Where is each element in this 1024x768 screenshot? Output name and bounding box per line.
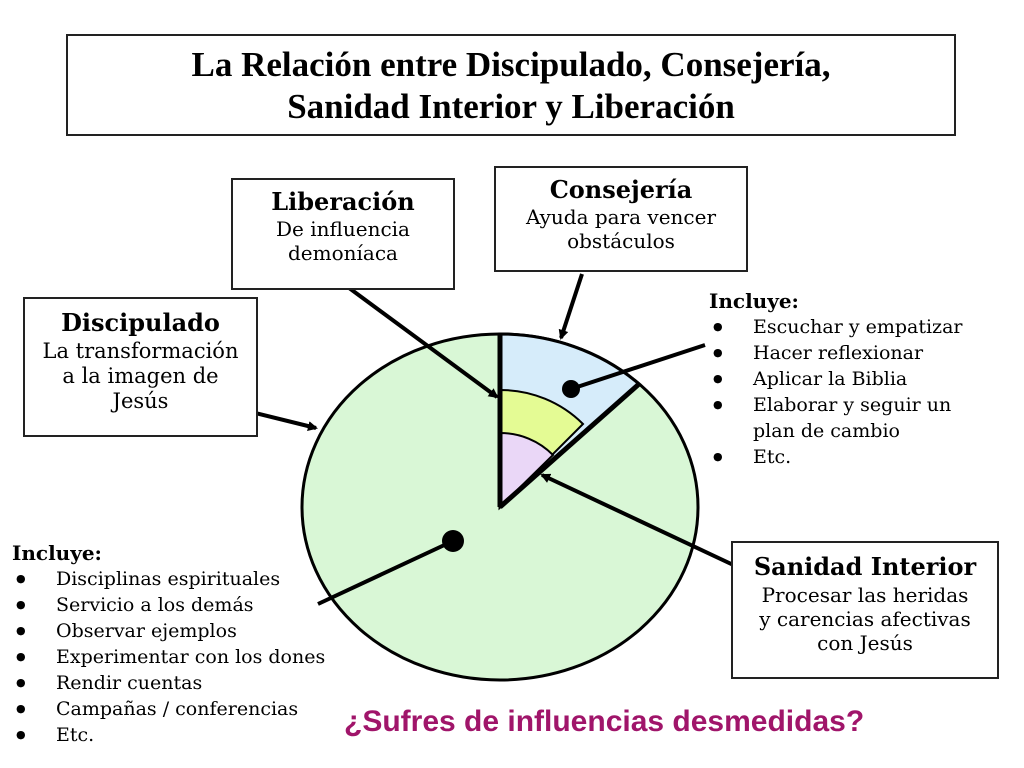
wedge-edge-diagonal (498, 382, 641, 509)
discipulado-line-3: Jesús (112, 388, 169, 413)
list-item: Escuchar y empatizar (709, 314, 1009, 340)
sanidad-line-1: Procesar las heridas (761, 583, 969, 608)
list-item: Elaborar y seguir un (709, 392, 1009, 418)
consejeria-heading: Consejería (549, 175, 693, 204)
title-line-1: La Relación entre Discipulado, Consejerí… (191, 45, 831, 84)
sanidad-line-2: y carencias afectivas (759, 606, 971, 631)
list-item: Hacer reflexionar (709, 340, 1009, 366)
list-item: Aplicar la Biblia (709, 366, 1009, 392)
sanidad-box: Sanidad Interior Procesar las heridas y … (731, 541, 999, 679)
sanidad-heading: Sanidad Interior (753, 552, 977, 581)
list-item: Etc. (709, 444, 1009, 470)
liberacion-arrow (339, 280, 499, 399)
discipulado-line-1: La transformación (42, 339, 239, 364)
list-item: Campañas / conferencias (12, 696, 372, 722)
liberacion-line-1: De influencia (276, 217, 410, 242)
list-item: Etc. (12, 722, 372, 748)
discipulado-includes-title: Incluye: (12, 541, 102, 565)
discipulado-includes-list: Incluye: Disciplinas espirituales Servic… (12, 540, 372, 748)
discipulado-line-2: a la imagen de (62, 364, 219, 389)
sanidad-arrow (540, 473, 745, 572)
list-item-continuation: plan de cambio (753, 420, 900, 442)
list-item: Disciplinas espirituales (12, 566, 372, 592)
discipulado-box: Discipulado La transformación a la image… (23, 297, 258, 437)
discipulado-heading: Discipulado (61, 308, 220, 337)
title-line-2: Sanidad Interior y Liberación (287, 87, 735, 126)
consejeria-arrow (558, 273, 584, 340)
consejeria-includes-title: Incluye: (709, 289, 799, 313)
list-item: Rendir cuentas (12, 670, 372, 696)
consejeria-list-connector (570, 343, 706, 391)
liberacion-line-2: demoníaca (288, 240, 398, 265)
list-item: Observar ejemplos (12, 618, 372, 644)
consejeria-box: Consejería Ayuda para vencer obstáculos (494, 166, 748, 272)
title-box: La Relación entre Discipulado, Consejerí… (66, 34, 956, 136)
list-item: Servicio a los demás (12, 592, 372, 618)
consejeria-line-1: Ayuda para vencer (525, 205, 717, 230)
liberacion-box: Liberación De influencia demoníaca (231, 178, 455, 290)
sanidad-line-3: con Jesús (817, 630, 913, 655)
list-item: Experimentar con los dones (12, 644, 372, 670)
question-text: ¿Sufres de influencias desmedidas? (344, 705, 865, 738)
liberacion-heading: Liberación (271, 187, 415, 216)
consejeria-line-2: obstáculos (567, 228, 675, 253)
consejeria-includes-list: Incluye: Escuchar y empatizar Hacer refl… (709, 288, 1009, 470)
